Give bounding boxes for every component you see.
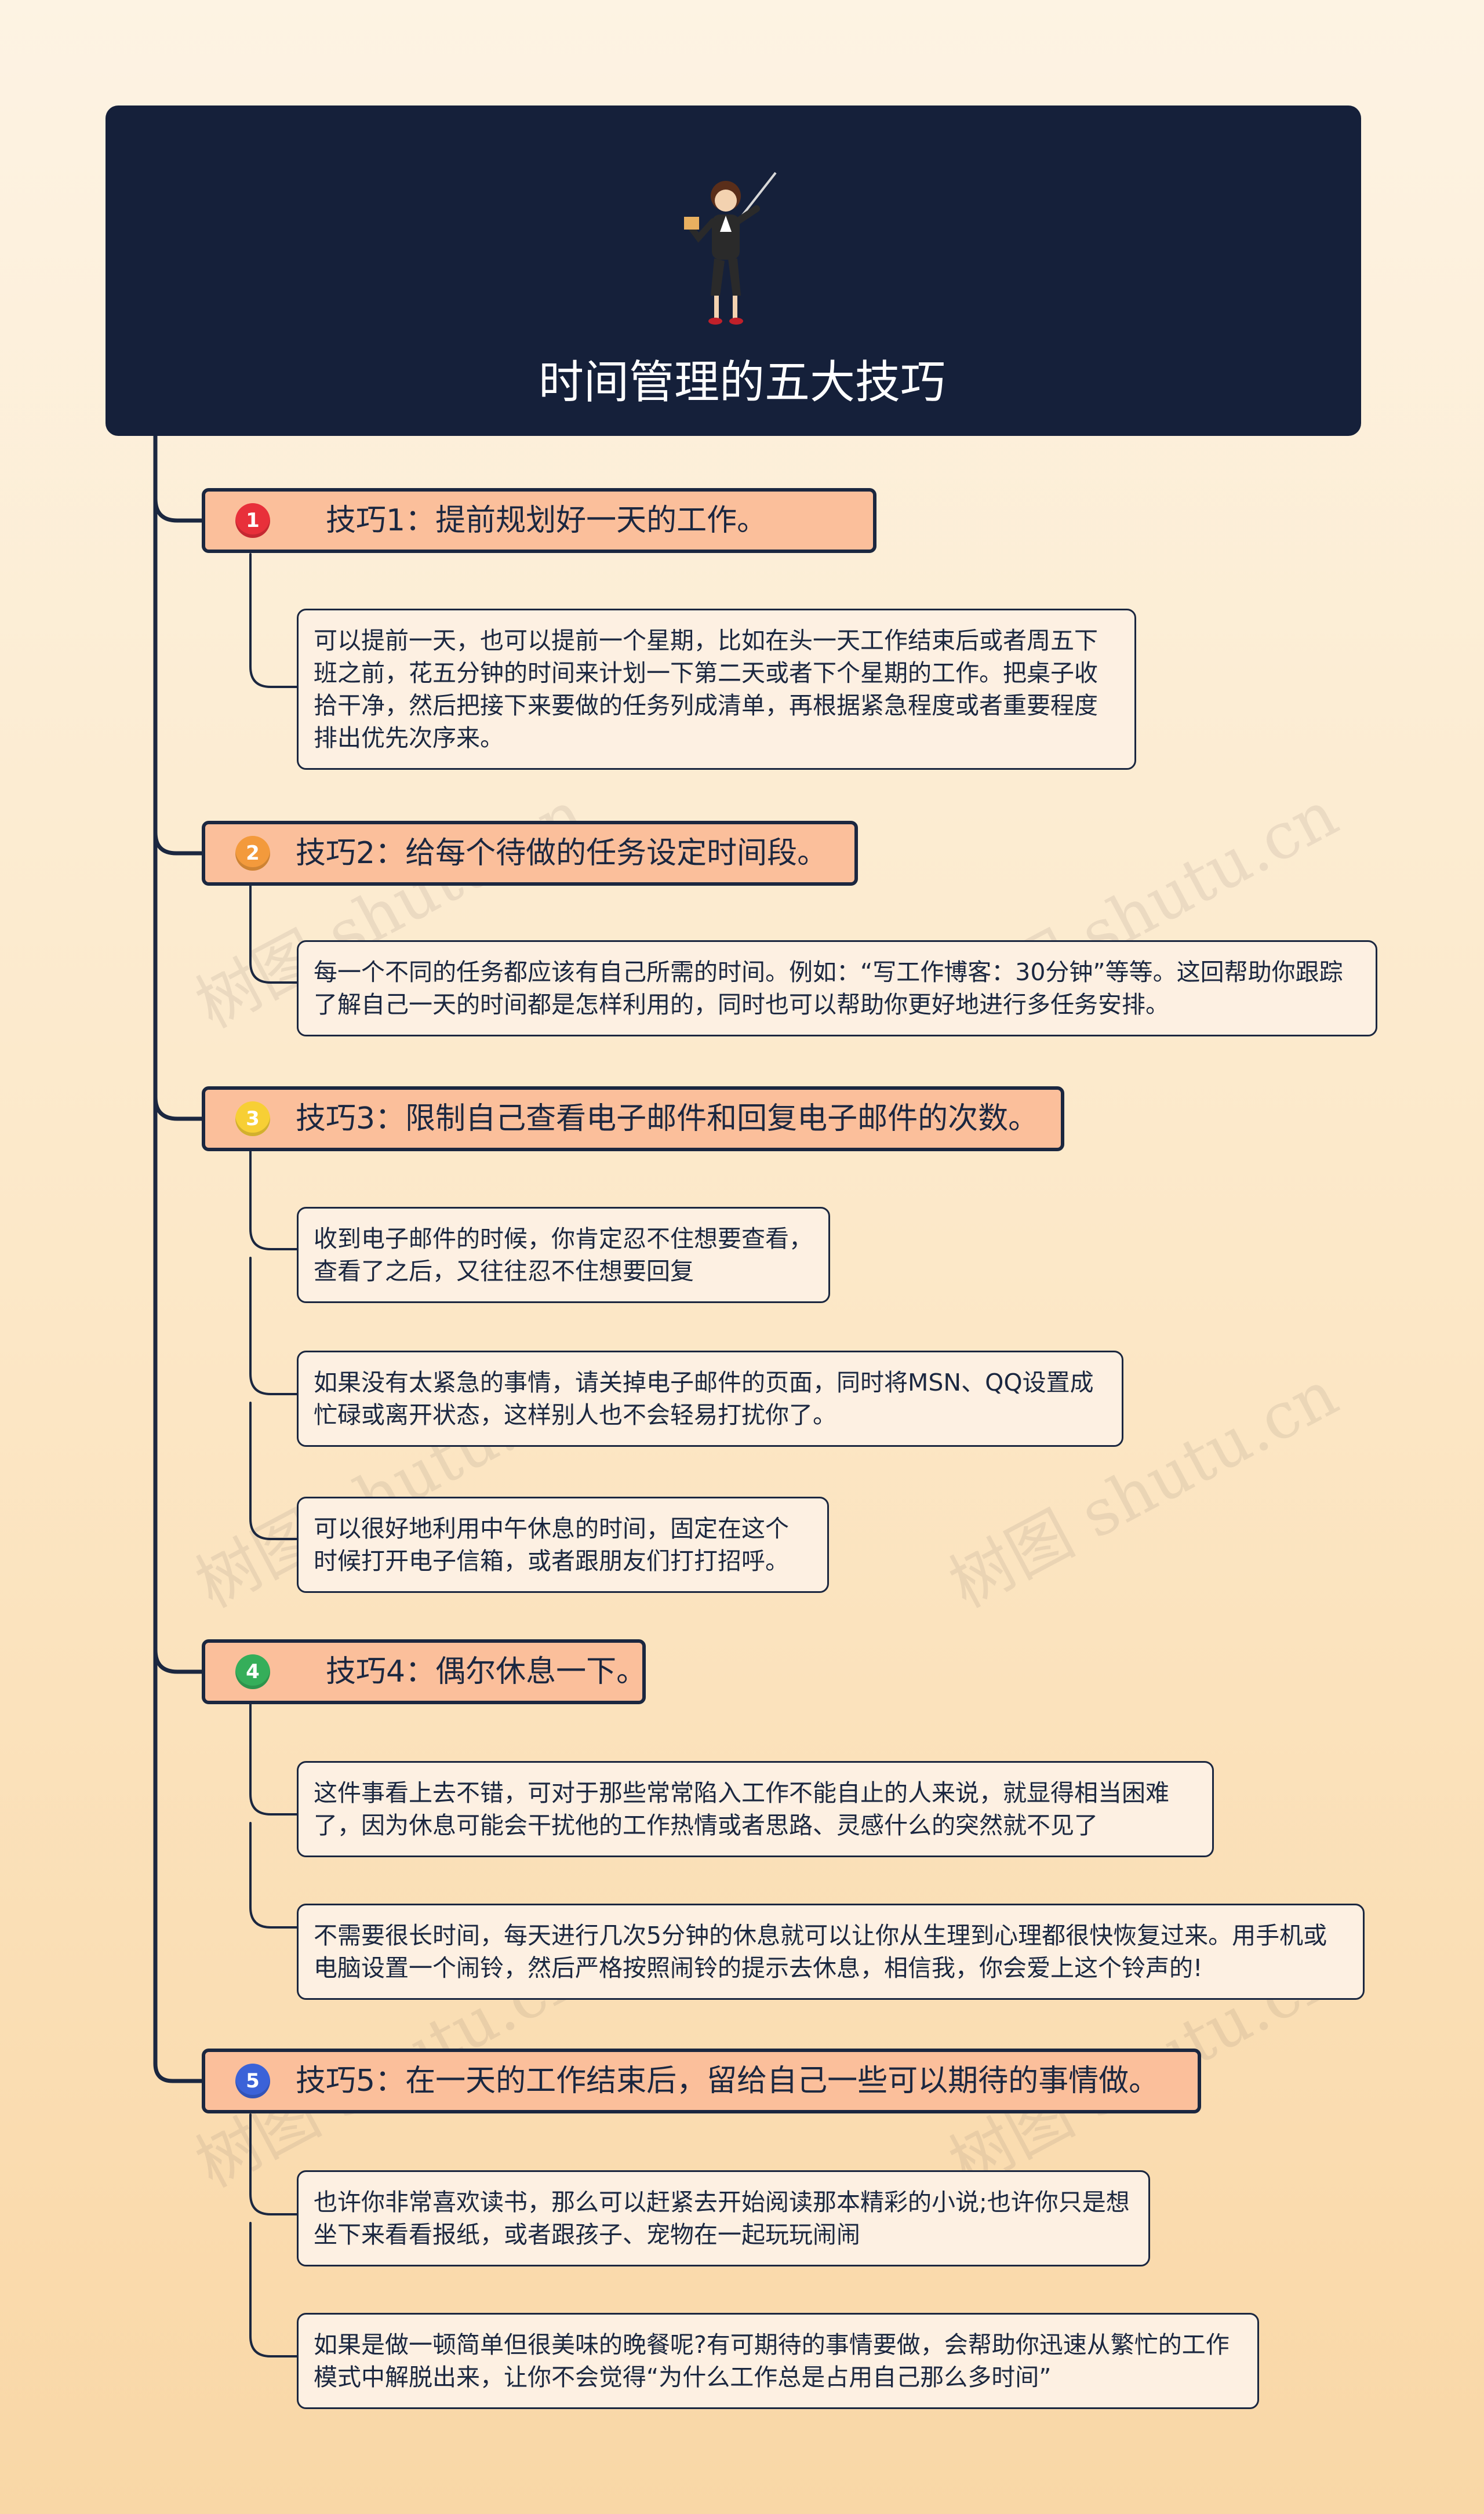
presenter-figure-icon <box>672 168 788 330</box>
tip-label: 技巧1：提前规划好一天的工作。 <box>326 492 767 550</box>
number-badge-5: 5 <box>235 2064 270 2098</box>
tip-label: 技巧3：限制自己查看电子邮件和回复电子邮件的次数。 <box>296 1090 1038 1148</box>
tip-node-3: 3 技巧3：限制自己查看电子邮件和回复电子邮件的次数。 <box>202 1086 1064 1151</box>
number-badge-4: 4 <box>235 1654 270 1689</box>
tip-label: 技巧5：在一天的工作结束后，留给自己一些可以期待的事情做。 <box>296 2052 1159 2110</box>
tip-node-1: 1 技巧1：提前规划好一天的工作。 <box>202 488 876 553</box>
tip-node-5: 5 技巧5：在一天的工作结束后，留给自己一些可以期待的事情做。 <box>202 2049 1201 2113</box>
note-node: 如果是做一顿简单但很美味的晚餐呢?有可期待的事情要做，会帮助你迅速从繁忙的工作模… <box>297 2313 1259 2409</box>
note-node: 可以提前一天，也可以提前一个星期，比如在头一天工作结束后或者周五下班之前，花五分… <box>297 609 1136 770</box>
note-node: 每一个不同的任务都应该有自己所需的时间。例如：“写工作博客：30分钟”等等。这回… <box>297 940 1377 1036</box>
tip-label: 技巧2：给每个待做的任务设定时间段。 <box>296 824 827 882</box>
note-node: 也许你非常喜欢读书，那么可以赶紧去开始阅读那本精彩的小说;也许你只是想坐下来看看… <box>297 2170 1150 2266</box>
tip-node-4: 4 技巧4：偶尔休息一下。 <box>202 1639 646 1704</box>
number-badge-1: 1 <box>235 503 270 538</box>
tip-node-2: 2 技巧2：给每个待做的任务设定时间段。 <box>202 821 858 886</box>
note-node: 这件事看上去不错，可对于那些常常陷入工作不能自止的人来说，就显得相当困难了，因为… <box>297 1761 1214 1857</box>
page-title: 时间管理的五大技巧 <box>0 354 1484 412</box>
note-node: 可以很好地利用中午休息的时间，固定在这个时候打开电子信箱，或者跟朋友们打打招呼。 <box>297 1497 829 1593</box>
tip-label: 技巧4：偶尔休息一下。 <box>326 1643 646 1701</box>
note-node: 如果没有太紧急的事情，请关掉电子邮件的页面，同时将MSN、QQ设置成忙碌或离开状… <box>297 1351 1123 1447</box>
number-badge-3: 3 <box>235 1101 270 1136</box>
number-badge-2: 2 <box>235 836 270 871</box>
note-node: 收到电子邮件的时候，你肯定忍不住想要查看，查看了之后，又往往忍不住想要回复 <box>297 1207 830 1303</box>
note-node: 不需要很长时间，每天进行几次5分钟的休息就可以让你从生理到心理都很快恢复过来。用… <box>297 1904 1365 2000</box>
